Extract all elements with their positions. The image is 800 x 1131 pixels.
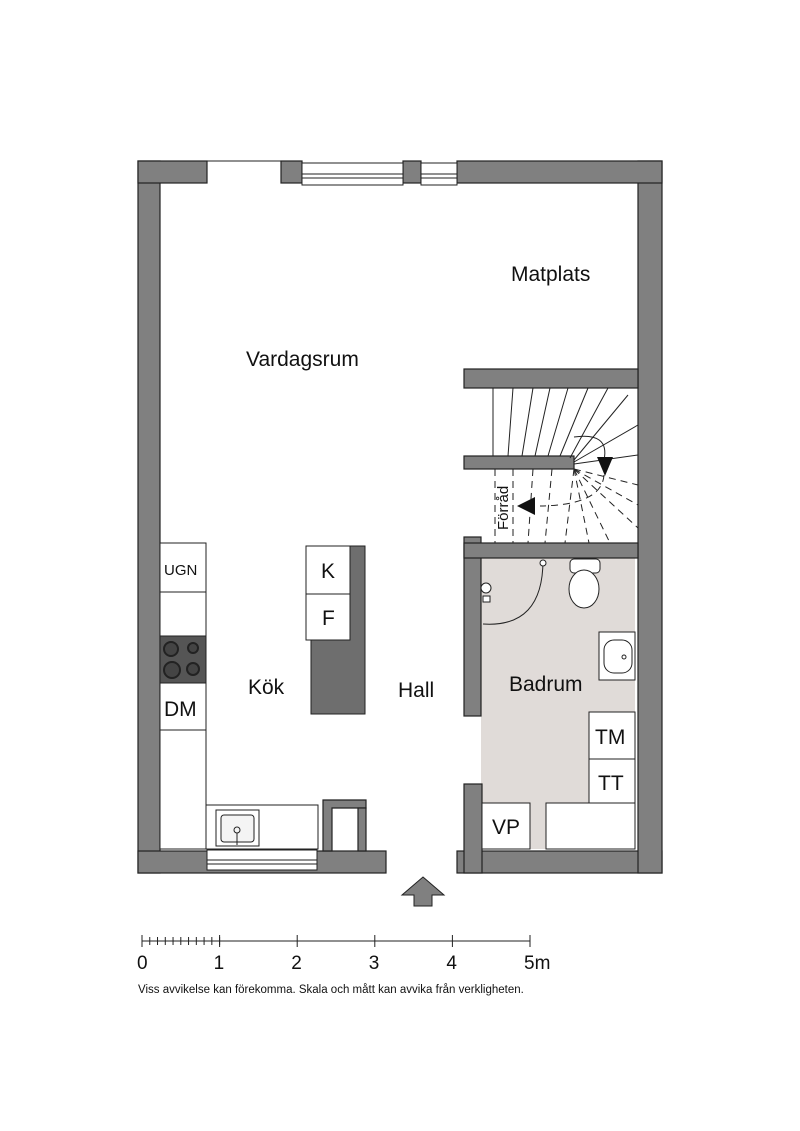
room-label-matplats: Matplats <box>511 263 590 286</box>
stair-up-arrow-icon <box>517 497 535 515</box>
sink-icon <box>215 809 260 847</box>
fixture-label-dm: DM <box>164 698 197 721</box>
fixture-label-f: F <box>322 607 335 630</box>
entrance-arrow-icon <box>400 876 446 907</box>
windows <box>206 162 458 871</box>
fixture-label-tm: TM <box>595 726 625 749</box>
scale-label: 4 <box>446 953 457 974</box>
toilet-icon <box>568 558 601 609</box>
stove-icon <box>159 635 207 684</box>
closet-partition <box>322 799 367 852</box>
room-label-vardagsrum: Vardagsrum <box>246 348 359 371</box>
scale-label: 3 <box>369 953 380 974</box>
scale-label: 0 <box>137 953 148 974</box>
staircase <box>492 387 639 465</box>
kitchen-counter <box>159 542 319 850</box>
room-label-kok: Kök <box>248 676 285 699</box>
disclaimer-text: Viss avvikelse kan förekomma. Skala och … <box>138 984 524 996</box>
stair-direction-arrow-icon <box>597 457 613 476</box>
kitchen-island <box>305 545 366 715</box>
scale-label: 1 <box>214 953 225 974</box>
outer-walls <box>137 160 663 874</box>
washbasin-icon <box>598 631 636 681</box>
shower-icon <box>480 559 547 625</box>
room-label-forrad: Förråd <box>495 486 512 530</box>
fixture-label-ugn: UGN <box>164 562 197 579</box>
room-label-hall: Hall <box>398 679 434 702</box>
staircase-lower <box>494 468 639 544</box>
scale-labels: 0 1 2 3 4 5m <box>137 953 550 974</box>
fixture-label-k: K <box>321 560 335 583</box>
scale-label: 2 <box>291 953 302 974</box>
fixture-label-tt: TT <box>598 772 624 795</box>
scale-bar <box>141 935 531 947</box>
laundry-units <box>481 711 636 850</box>
fixture-label-vp: VP <box>492 816 520 839</box>
room-label-badrum: Badrum <box>509 673 583 696</box>
scale-label: 5m <box>524 953 550 974</box>
